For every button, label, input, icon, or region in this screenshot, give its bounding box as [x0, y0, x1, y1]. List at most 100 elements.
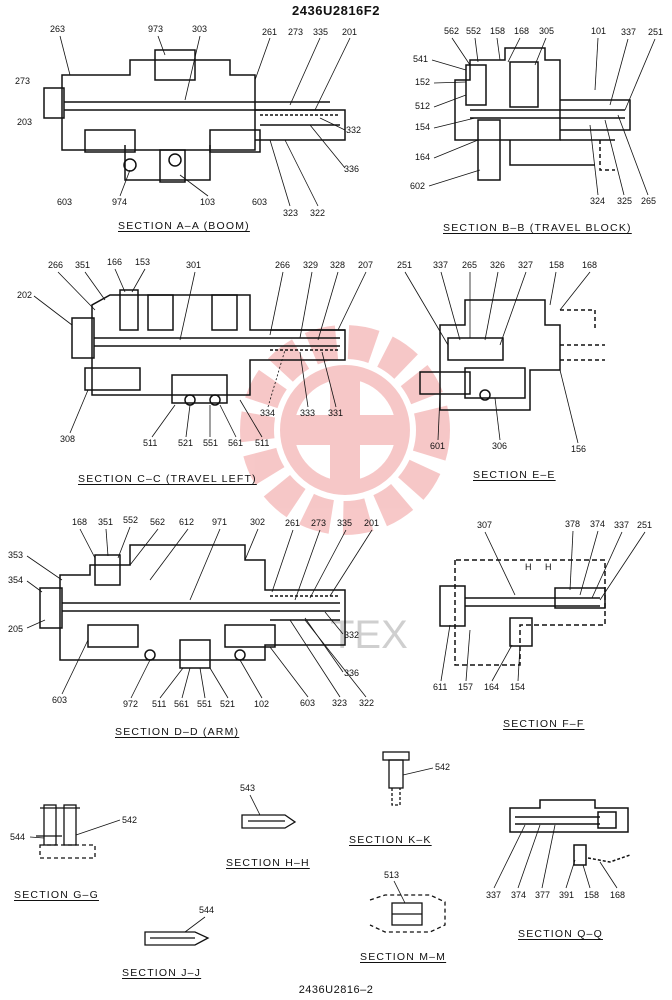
callout-label: 337	[433, 260, 448, 270]
drawing-number-footer: 2436U2816–2	[298, 984, 374, 996]
section-title: SECTION Q–Q	[518, 928, 603, 940]
callout-label: 322	[310, 208, 325, 218]
callout-label: 542	[435, 762, 450, 772]
callout-label: 101	[591, 26, 606, 36]
section-title: SECTION C–C (TRAVEL LEFT)	[78, 473, 257, 485]
callout-label: 273	[15, 76, 30, 86]
callout-label: 202	[17, 290, 32, 300]
callout-label: 603	[57, 197, 72, 207]
callout-label: 972	[123, 699, 138, 709]
callout-label: 265	[462, 260, 477, 270]
callout-label: 266	[48, 260, 63, 270]
callout-label: 201	[342, 27, 357, 37]
callout-label: 511	[255, 438, 269, 448]
section-title: SECTION D–D (ARM)	[115, 726, 240, 738]
callout-label: 325	[617, 196, 632, 206]
callout-label: 543	[240, 783, 255, 793]
callout-label: 512	[415, 101, 430, 111]
callout-label: 334	[260, 408, 275, 418]
callout-label: 152	[415, 77, 430, 87]
callout-label: 301	[186, 260, 201, 270]
callout-label: 544	[10, 832, 25, 842]
callout-label: 323	[332, 698, 347, 708]
callout-label: 164	[415, 152, 430, 162]
callout-label: 157	[458, 682, 473, 692]
callout-label: 266	[275, 260, 290, 270]
callout-label: 154	[510, 682, 525, 692]
callout-label: 335	[337, 518, 352, 528]
callout-label: 551	[203, 438, 218, 448]
callout-label: 378	[565, 519, 580, 529]
section-title: SECTION G–G	[14, 889, 99, 901]
callout-label: 265	[641, 196, 656, 206]
callout-label: 521	[178, 438, 193, 448]
callout-label: 302	[250, 517, 265, 527]
callout-label: 154	[415, 122, 430, 132]
callout-label: 261	[262, 27, 277, 37]
callout-label: 331	[328, 408, 343, 418]
callout-label: 168	[514, 26, 529, 36]
callout-label: 103	[200, 197, 215, 207]
callout-label: 168	[72, 517, 87, 527]
callout-label: 511	[152, 699, 166, 709]
drawing-number-header: 2436U2816F2	[292, 3, 380, 18]
callout-label: 337	[486, 890, 501, 900]
callout-label: 156	[571, 444, 586, 454]
callout-label: 337	[621, 27, 636, 37]
callout-label: 323	[283, 208, 298, 218]
callout-label: 335	[313, 27, 328, 37]
callout-label: 273	[288, 27, 303, 37]
section-title: SECTION E–E	[473, 469, 556, 481]
callout-label: 551	[197, 699, 212, 709]
callout-label: 561	[174, 699, 189, 709]
callout-label: 612	[179, 517, 194, 527]
callout-label: 166	[107, 257, 122, 267]
callout-label: 973	[148, 24, 163, 34]
callout-label: 168	[582, 260, 597, 270]
callout-label: 158	[490, 26, 505, 36]
callout-label: 306	[492, 441, 507, 451]
callout-label: 273	[311, 518, 326, 528]
section-title: SECTION H–H	[226, 857, 310, 869]
callout-label: 303	[192, 24, 207, 34]
callout-label: 168	[610, 890, 625, 900]
section-title: SECTION F–F	[503, 718, 585, 730]
callout-label: 603	[52, 695, 67, 705]
callout-label: 521	[220, 699, 235, 709]
section-title: SECTION K–K	[349, 834, 432, 846]
callout-label: 391	[559, 890, 574, 900]
callout-label: 203	[17, 117, 32, 127]
callout-label: 332	[344, 630, 359, 640]
callout-label: 561	[228, 438, 243, 448]
callout-label: 351	[98, 517, 113, 527]
callout-label: 261	[285, 518, 300, 528]
callout-label: 601	[430, 441, 445, 451]
callout-label: 308	[60, 434, 75, 444]
callout-label: 327	[518, 260, 533, 270]
callout-label: 513	[384, 870, 399, 880]
section-title: SECTION A–A (BOOM)	[118, 220, 250, 232]
callout-label: 102	[254, 699, 269, 709]
callout-label: 374	[590, 519, 605, 529]
callout-label: 354	[8, 575, 23, 585]
callout-label: 603	[252, 197, 267, 207]
callout-label: 562	[444, 26, 459, 36]
callout-label: 611	[433, 682, 447, 692]
callout-label: 251	[637, 520, 652, 530]
callout-label: 329	[303, 260, 318, 270]
